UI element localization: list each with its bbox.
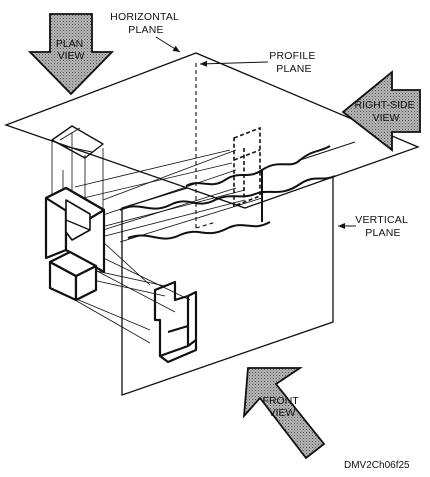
front-view-arrow-icon xyxy=(242,367,326,460)
front-view-label: FRONT VIEW xyxy=(263,395,302,419)
profile-plane xyxy=(195,63,217,229)
horizontal-plane xyxy=(4,52,420,209)
figure-id: DMV2Ch06f25 xyxy=(344,460,410,471)
right-side-view-arrow-icon xyxy=(341,70,421,152)
vertical-plane-label: VERTICAL PLANE xyxy=(355,214,411,239)
horizontal-plane-label: HORIZONTAL PLANE xyxy=(110,11,182,36)
plan-view-label: PLAN VIEW xyxy=(56,38,86,62)
break-line xyxy=(119,175,336,240)
object-block xyxy=(44,125,106,302)
front-view-projection xyxy=(153,280,198,364)
horizontal-plane-pointer xyxy=(155,36,181,53)
profile-plane-pointer xyxy=(199,60,269,67)
right-side-view-label: RIGHT-SIDE VIEW xyxy=(354,99,417,124)
profile-plane-label: PROFILE PLANE xyxy=(269,50,318,75)
sight-line xyxy=(299,141,356,161)
plan-view-arrow-icon xyxy=(27,13,115,96)
